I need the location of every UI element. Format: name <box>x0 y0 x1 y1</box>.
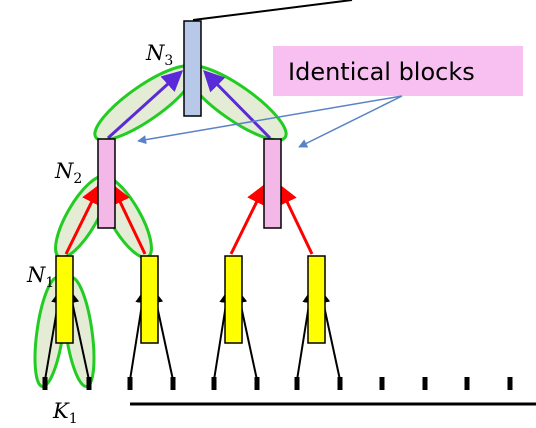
leaf-block-n1 <box>55 255 74 344</box>
label-n1: N1 <box>26 263 54 291</box>
identical-blocks-text: Identical blocks <box>288 58 475 86</box>
red-arrows <box>64 183 314 255</box>
arrow-b3-to-p2 <box>229 183 266 255</box>
leaf-block-4 <box>307 255 326 344</box>
identical-blocks-callout <box>273 46 523 96</box>
arrow-right-to-n3 <box>203 70 272 140</box>
block-p2-identical <box>263 138 282 229</box>
callout-pointers <box>137 95 403 148</box>
pointer-to-p2 <box>298 95 403 148</box>
purple-arrows <box>106 70 272 140</box>
arrow-b2-to-n2 <box>110 183 147 255</box>
pointer-to-n2 <box>137 95 403 145</box>
leaf-block-3 <box>224 255 243 344</box>
root-block-n3 <box>183 20 202 117</box>
label-n3: N3 <box>145 41 173 69</box>
arrow-n1-to-n2 <box>64 183 101 255</box>
arrow-b4-to-p2 <box>277 183 314 255</box>
label-k1: K1 <box>52 399 78 427</box>
leaf-ticks <box>42 377 513 390</box>
block-n2 <box>97 138 116 229</box>
label-n2: N2 <box>54 159 82 187</box>
arrow-n2-to-n3 <box>106 70 184 140</box>
leaf-block-2 <box>140 255 159 344</box>
root-upward-edge <box>192 0 353 21</box>
